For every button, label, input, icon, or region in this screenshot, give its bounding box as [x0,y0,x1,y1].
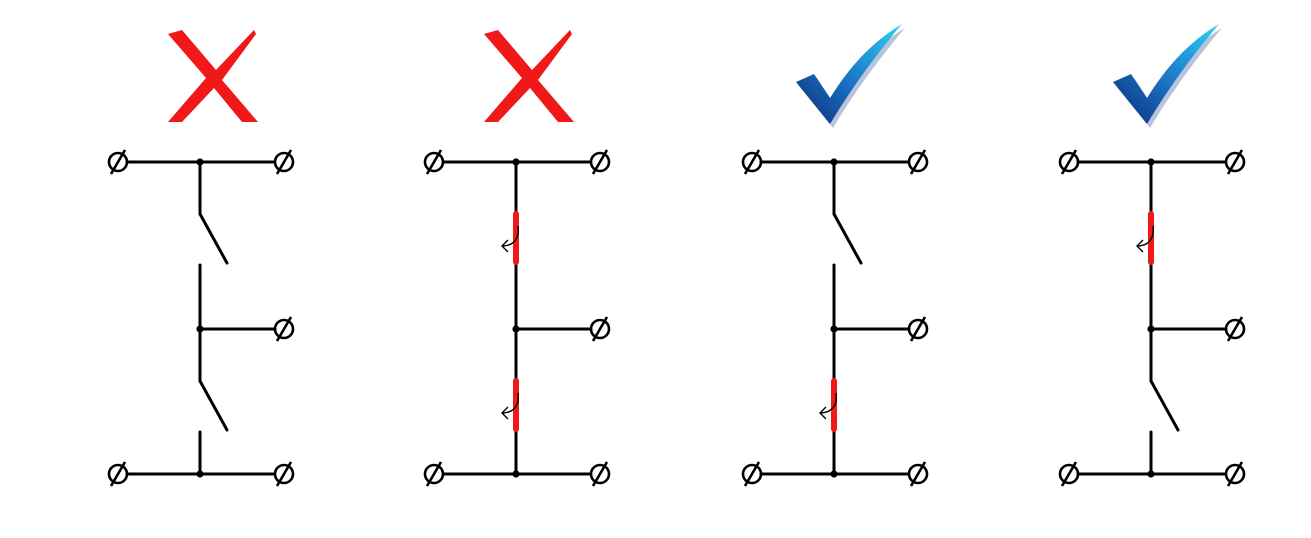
configuration-4 [1058,24,1246,487]
check-shape [1113,24,1219,124]
terminal-slash [1060,149,1078,175]
terminal-top-right [273,149,295,175]
terminal-top-right [1224,149,1246,175]
terminal-bottom-right [1224,461,1246,487]
terminal-top-left [741,149,763,175]
bottom-switch [501,327,519,476]
arrow-head [501,239,509,253]
top-switch [501,160,519,331]
terminal-ring [589,151,611,173]
terminal-slash [743,149,761,175]
terminal-top-right [589,149,611,175]
terminal-slash [425,461,443,487]
arrow-curve [501,392,519,414]
terminal-bottom-right [589,461,611,487]
terminal-middle [907,316,929,342]
configuration-1 [107,30,295,487]
switch-blade-open [832,212,863,265]
switch-blade-open [198,379,229,432]
terminal-ring [1224,463,1246,485]
terminal-slash [591,461,609,487]
configuration-2 [423,30,611,487]
check-shape [796,24,902,124]
switch-blade-open [198,212,229,265]
terminal-top-left [1058,149,1080,175]
terminal-middle [273,316,295,342]
bottom-switch [819,327,837,476]
check-icon [1113,24,1222,128]
terminal-ring [107,463,129,485]
terminal-bottom-left [107,461,129,487]
arrow-head [501,406,509,420]
terminal-ring [1224,318,1246,340]
top-switch [1136,160,1154,331]
terminal-ring [907,463,929,485]
terminal-middle [589,316,611,342]
terminal-slash [275,149,293,175]
arrow-curve [819,392,837,414]
terminal-slash [1226,461,1244,487]
bottom-switch [1149,327,1180,476]
terminal-ring [273,318,295,340]
cross-shape [484,30,574,122]
terminal-slash [109,461,127,487]
arrow-head [819,406,827,420]
terminal-ring [1058,463,1080,485]
arrow-head [1136,239,1144,253]
terminal-slash [275,461,293,487]
terminal-ring [423,463,445,485]
terminal-top-right [907,149,929,175]
terminal-bottom-right [907,461,929,487]
terminal-ring [423,151,445,173]
terminal-slash [743,461,761,487]
terminal-ring [589,318,611,340]
terminal-ring [589,463,611,485]
terminal-bottom-right [273,461,295,487]
top-switch [198,160,229,331]
terminal-slash [909,149,927,175]
terminal-middle [1224,316,1246,342]
terminal-ring [273,151,295,173]
terminal-slash [591,316,609,342]
terminal-slash [909,316,927,342]
terminal-top-left [423,149,445,175]
terminal-top-left [107,149,129,175]
top-switch [832,160,863,331]
terminal-ring [1224,151,1246,173]
arrow-curve [501,225,519,247]
terminal-ring [907,318,929,340]
arrow-curve [1136,225,1154,247]
terminal-slash [1226,149,1244,175]
terminal-bottom-left [1058,461,1080,487]
terminal-bottom-left [423,461,445,487]
terminal-slash [591,149,609,175]
terminal-ring [1058,151,1080,173]
configuration-3 [741,24,929,487]
check-icon [796,24,905,128]
terminal-slash [109,149,127,175]
terminal-slash [909,461,927,487]
terminal-bottom-left [741,461,763,487]
terminal-slash [1060,461,1078,487]
cross-shape [168,30,258,122]
terminal-ring [741,151,763,173]
cross-icon [168,30,258,122]
terminal-slash [275,316,293,342]
cross-icon [484,30,574,122]
terminal-ring [273,463,295,485]
bottom-switch [198,327,229,476]
terminal-slash [1226,316,1244,342]
terminal-ring [907,151,929,173]
terminal-slash [425,149,443,175]
switch-blade-open [1149,379,1180,432]
terminal-ring [107,151,129,173]
terminal-ring [741,463,763,485]
